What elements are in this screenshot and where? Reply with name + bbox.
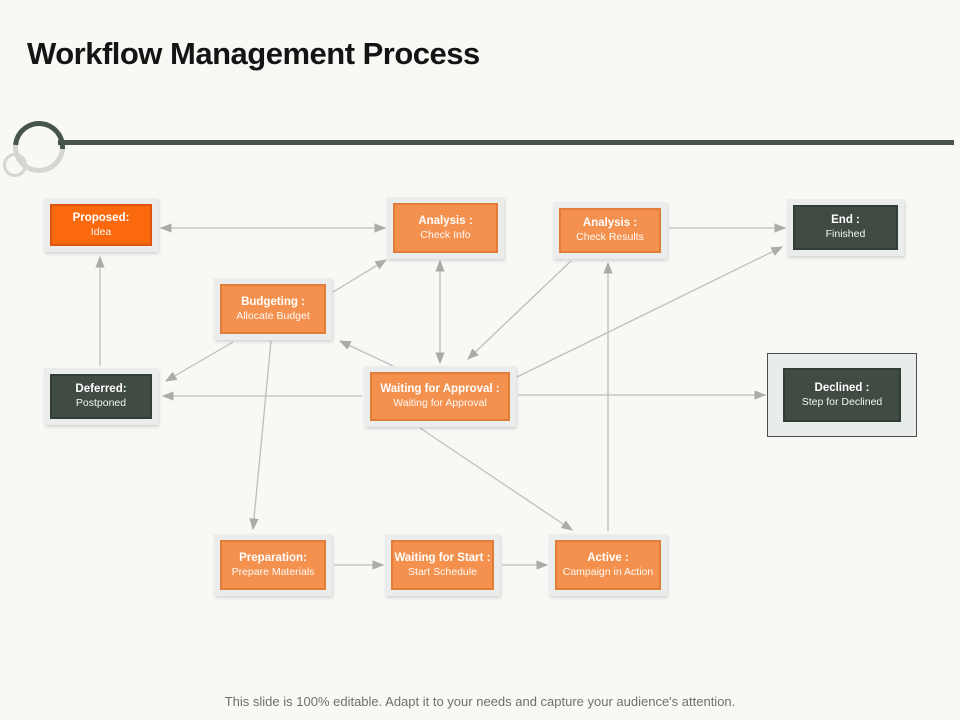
node-analysis-check-results: Analysis : Check Results <box>553 202 667 259</box>
node-proposed-title: Proposed: <box>72 211 130 224</box>
node-active-title: Active : <box>587 551 629 564</box>
node-preparation: Preparation: Prepare Materials <box>214 534 332 596</box>
node-waiting-for-start-title: Waiting for Start : <box>394 551 491 564</box>
page-title: Workflow Management Process <box>27 36 480 71</box>
node-budgeting-title: Budgeting : <box>241 295 305 308</box>
divider-circle-small-icon <box>3 153 27 177</box>
edge-waiting_approval-to-active <box>419 427 573 531</box>
node-analysis-check-results-title: Analysis : <box>582 217 638 230</box>
edge-budgeting-to-preparation <box>249 340 272 531</box>
node-deferred-title: Deferred: <box>75 383 127 396</box>
divider-line <box>58 140 954 145</box>
node-waiting-for-start: Waiting for Start : Start Schedule <box>385 534 500 596</box>
node-end-title: End : <box>831 214 860 227</box>
node-deferred-subtitle: Postponed <box>75 397 127 410</box>
node-waiting-for-start-subtitle: Start Schedule <box>408 565 477 578</box>
edge-waiting_approval-to-budgeting <box>338 340 394 367</box>
node-analysis-check-info-subtitle: Check Info <box>420 228 471 241</box>
node-waiting-for-approval-title: Waiting for Approval : <box>380 383 500 396</box>
footer-note: This slide is 100% editable. Adapt it to… <box>224 694 736 709</box>
node-deferred: Deferred: Postponed <box>44 368 158 425</box>
node-analysis-check-results-subtitle: Check Results <box>576 231 644 244</box>
node-waiting-for-approval-subtitle: Waiting for Approval <box>393 397 487 410</box>
edge-waiting_approval-to-end <box>516 246 784 378</box>
node-active-subtitle: Campaign in Action <box>562 565 654 578</box>
node-declined: Declined : Step for Declined <box>767 353 917 437</box>
node-analysis-check-info: Analysis : Check Info <box>387 197 504 259</box>
node-preparation-subtitle: Prepare Materials <box>231 565 315 578</box>
node-analysis-check-info-title: Analysis : <box>418 214 473 227</box>
edge-analysis_results-to-waiting_approval <box>467 260 572 360</box>
node-end: End : Finished <box>787 199 904 256</box>
node-waiting-for-approval: Waiting for Approval : Waiting for Appro… <box>364 366 516 427</box>
node-declined-title: Declined : <box>814 381 870 394</box>
node-end-subtitle: Finished <box>825 228 866 241</box>
node-budgeting-subtitle: Allocate Budget <box>236 309 310 322</box>
edges-group <box>95 223 787 570</box>
edge-budgeting-to-deferred <box>164 341 234 382</box>
node-proposed-subtitle: Idea <box>90 225 112 238</box>
node-declined-subtitle: Step for Declined <box>801 395 883 408</box>
edge-budgeting-to-analysis_info <box>332 259 388 293</box>
node-proposed: Proposed: Idea <box>44 198 158 252</box>
node-preparation-title: Preparation: <box>239 551 307 564</box>
node-budgeting: Budgeting : Allocate Budget <box>214 278 332 340</box>
node-active: Active : Campaign in Action <box>549 534 667 596</box>
